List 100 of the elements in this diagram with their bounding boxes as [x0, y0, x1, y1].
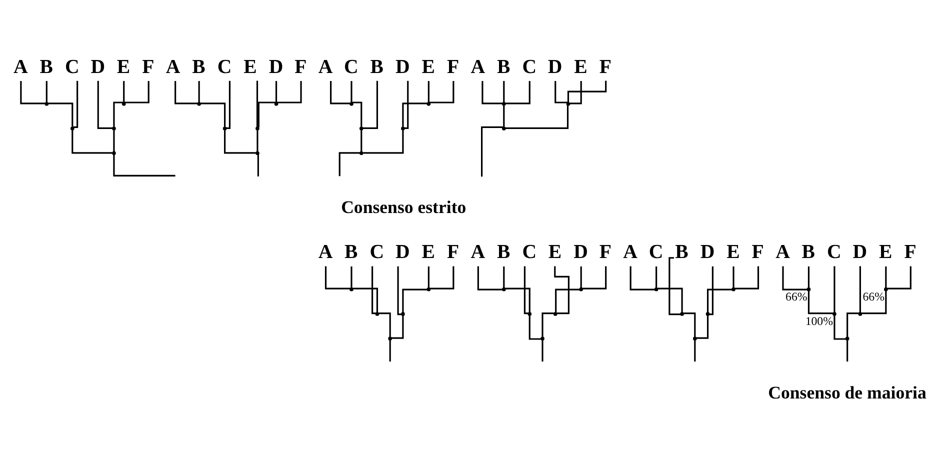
node-text: C [827, 241, 842, 264]
connector [503, 106, 505, 127]
connector [20, 80, 46, 104]
node-point [884, 287, 888, 292]
connector [113, 102, 124, 127]
node-point [70, 126, 74, 130]
node-text: F [446, 241, 460, 264]
connector [732, 266, 734, 288]
node-text: C [522, 56, 537, 78]
connector [428, 80, 454, 104]
node-point [654, 287, 658, 292]
connector [352, 288, 378, 312]
node-point [502, 126, 506, 130]
connector [554, 80, 568, 104]
node-text: D [90, 56, 105, 78]
node-text: A [776, 241, 790, 264]
node-text: C [217, 56, 232, 78]
node-text: A [470, 241, 486, 264]
connector [97, 80, 112, 129]
connector [124, 80, 150, 104]
connector [630, 266, 655, 290]
connector [174, 80, 198, 104]
node-point [680, 312, 684, 316]
node-point [540, 336, 544, 340]
connector [782, 266, 808, 290]
node-text: E [422, 241, 435, 264]
connector [706, 288, 732, 312]
node-point [502, 287, 506, 292]
node-text: B [344, 241, 358, 264]
label: Consenso de maioria [768, 382, 926, 403]
node-point [359, 151, 364, 156]
connector [834, 266, 836, 312]
connector [402, 102, 428, 127]
connector [582, 266, 607, 290]
connector [505, 80, 530, 104]
connector [226, 80, 231, 129]
connector [709, 266, 714, 316]
node-text: A [318, 56, 333, 78]
connector [885, 266, 887, 288]
connector [862, 290, 887, 314]
node-point [350, 287, 354, 292]
node-text: E [726, 241, 740, 264]
node-text: C [344, 56, 358, 78]
node-point [375, 312, 380, 316]
connector [481, 126, 503, 177]
node-text: F [294, 56, 307, 78]
node-text: A [14, 56, 28, 78]
node-text: D [852, 241, 868, 264]
connector [350, 81, 352, 102]
connector [258, 102, 276, 128]
connector [428, 266, 430, 288]
node-point [566, 102, 570, 106]
connector [256, 80, 258, 128]
node-point [553, 312, 558, 316]
node-point [112, 151, 116, 156]
node-text: E [422, 56, 435, 78]
node-point [44, 102, 49, 106]
connector [404, 80, 409, 129]
connector [482, 80, 502, 104]
connector [352, 102, 362, 127]
node-point [426, 102, 431, 106]
node-point [502, 102, 506, 106]
connector [200, 102, 226, 127]
connector [834, 316, 846, 340]
node-text: A [623, 241, 638, 264]
connector [224, 130, 256, 154]
connector [257, 154, 259, 176]
connector [505, 106, 569, 129]
node-text: B [496, 56, 510, 78]
node-point [112, 126, 116, 130]
node-text: A [470, 56, 486, 78]
node-point [388, 336, 392, 340]
connector [360, 130, 362, 152]
connector [113, 154, 176, 177]
connector [542, 312, 554, 337]
node-point [256, 151, 260, 156]
node-point [806, 287, 811, 292]
node-text: D [574, 241, 588, 264]
connector [113, 130, 115, 152]
node-text: B [40, 56, 53, 78]
connector [668, 257, 680, 316]
connector [198, 81, 200, 102]
connector [276, 80, 302, 104]
connector [503, 81, 505, 102]
node-text: B [192, 56, 206, 78]
connector [338, 152, 360, 176]
node-text: D [268, 56, 284, 78]
node-text: B [370, 56, 384, 78]
connector [256, 130, 258, 152]
connector [808, 290, 834, 314]
node-text: F [752, 241, 764, 264]
node-text: A [166, 56, 180, 78]
connector [372, 266, 376, 314]
node-text: D [700, 241, 715, 264]
connector [555, 288, 580, 312]
node-point [222, 126, 227, 130]
node-text: E [116, 56, 130, 78]
node-point [858, 312, 862, 316]
node-point [832, 312, 836, 316]
connector [696, 316, 709, 339]
